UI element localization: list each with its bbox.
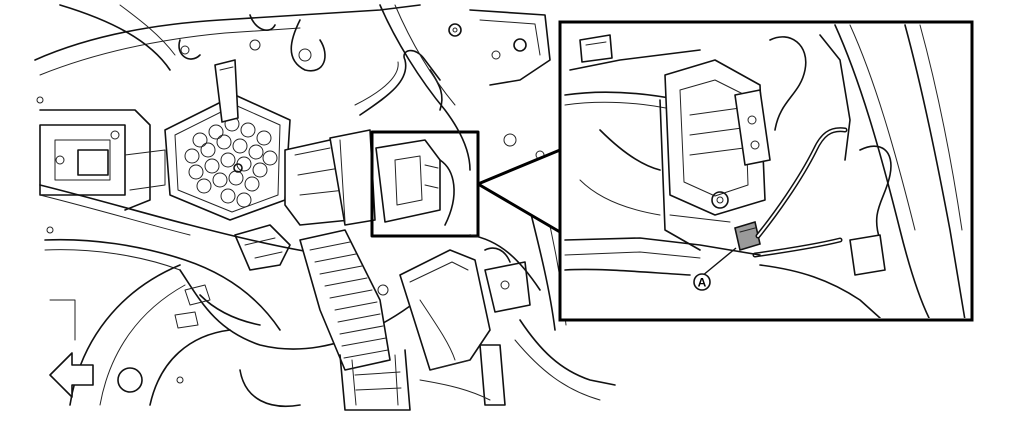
actuator-small bbox=[375, 139, 455, 226]
connector-a bbox=[734, 220, 761, 252]
callout-letter: A bbox=[698, 276, 707, 290]
detail-view: A bbox=[558, 20, 974, 322]
front-arrow-icon bbox=[49, 352, 94, 398]
right-components bbox=[469, 9, 551, 313]
housing-box bbox=[377, 249, 491, 371]
harness bbox=[39, 184, 441, 350]
callout-pointer bbox=[476, 148, 562, 234]
duct bbox=[284, 129, 376, 226]
lower-frame bbox=[339, 344, 506, 411]
main-view bbox=[34, 4, 616, 411]
ribbed-component bbox=[299, 229, 391, 371]
actuator-detail bbox=[664, 59, 771, 216]
upper-hoses bbox=[178, 4, 527, 171]
callout-label-a: A bbox=[693, 247, 737, 291]
blower-unit bbox=[164, 59, 291, 221]
left-bracket bbox=[39, 109, 166, 211]
